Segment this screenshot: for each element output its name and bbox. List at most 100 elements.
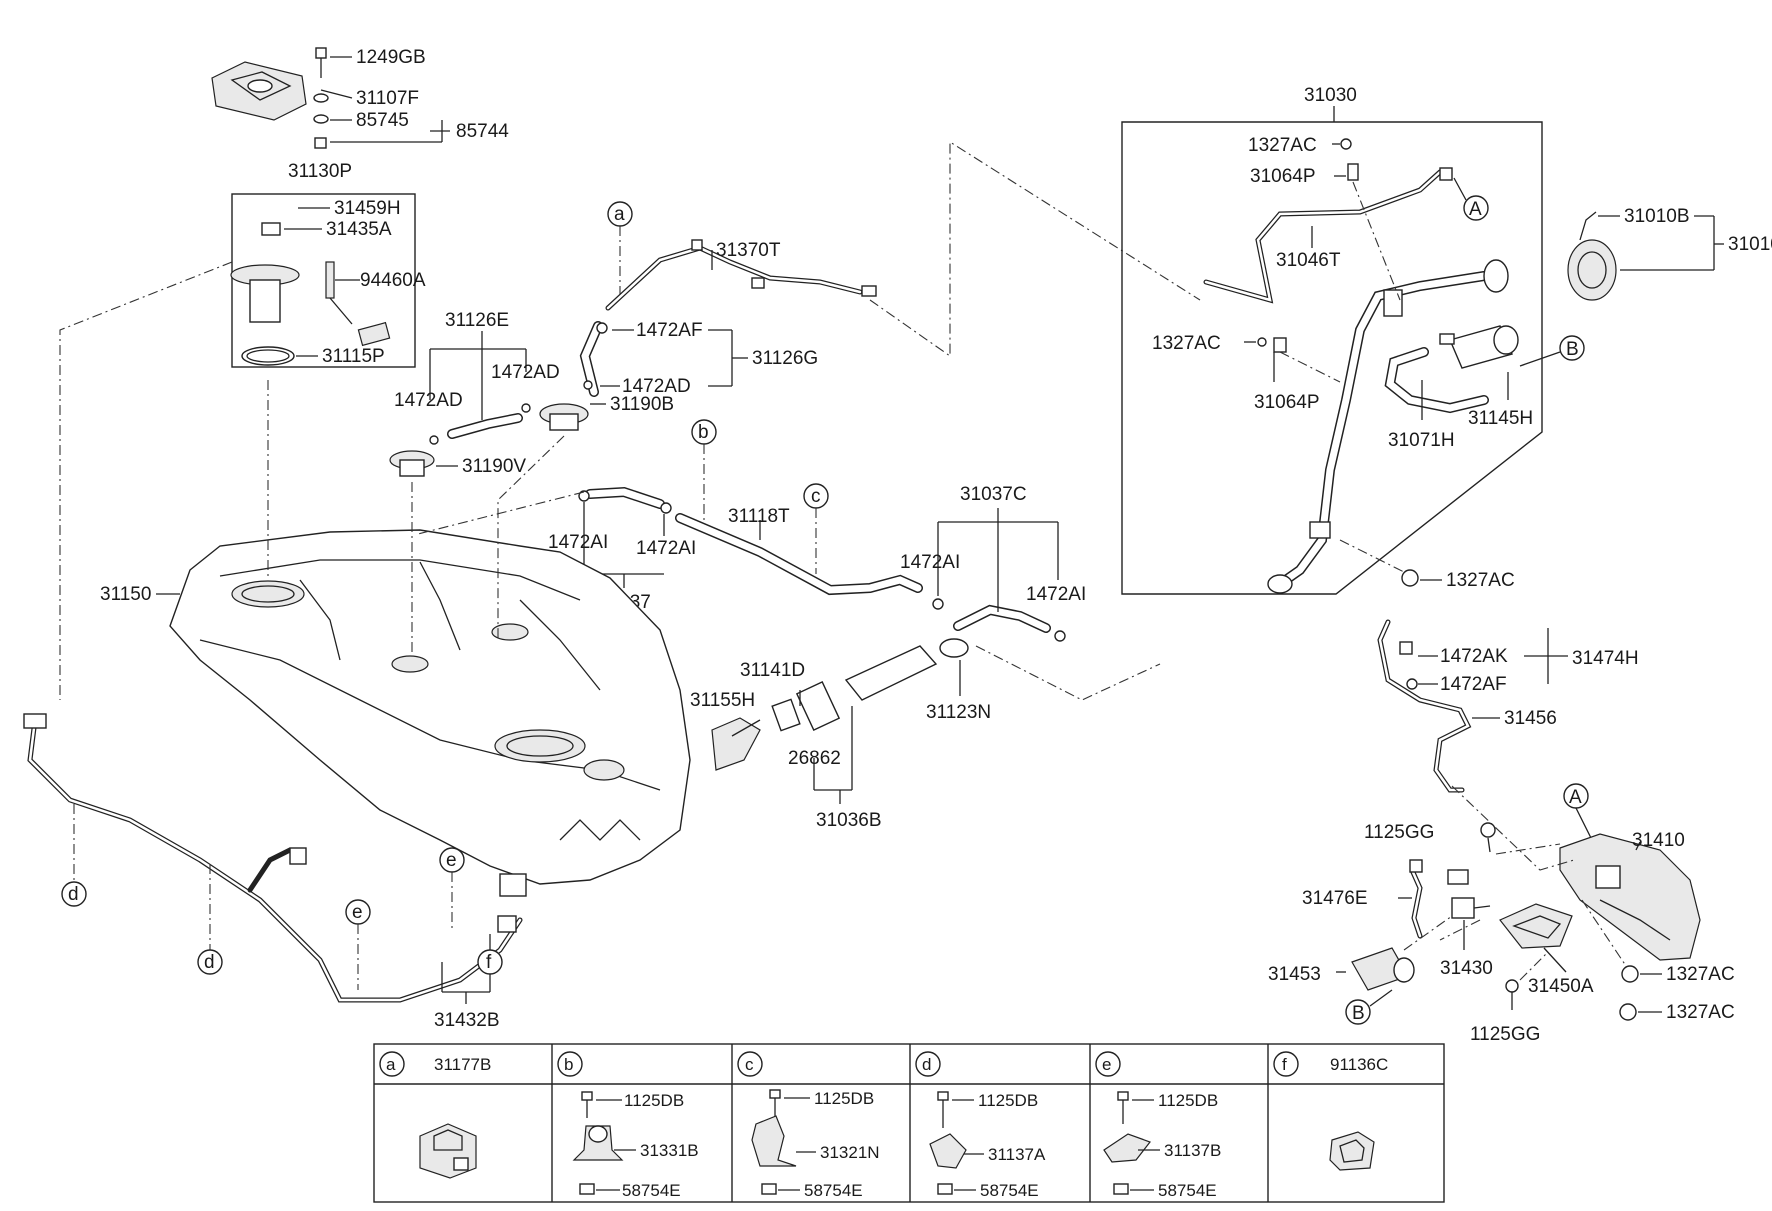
bolt-1125GG-top [1480, 822, 1561, 855]
label-31037C: 31037C [960, 484, 1027, 505]
label-31155H: 31155H [690, 690, 755, 711]
svg-text:31137A: 31137A [988, 1145, 1046, 1164]
filler-neck [1203, 138, 1519, 594]
dashed-link-canister [1451, 785, 1575, 871]
svg-text:B: B [1566, 339, 1579, 360]
svg-text:58754E: 58754E [980, 1181, 1039, 1200]
svg-text:1125DB: 1125DB [624, 1091, 684, 1110]
label-31453: 31453 [1268, 964, 1321, 985]
table-cell-b: 1125DB 31331B 58754E [572, 1091, 699, 1200]
svg-text:31137B: 31137B [1164, 1141, 1221, 1160]
bracket-31450A [1499, 903, 1573, 973]
label-1472AI-midleft: 1472AI [636, 538, 696, 559]
label-31118T: 31118T [728, 506, 790, 527]
label-31141D: 31141D [740, 660, 805, 681]
bracket-31432B [441, 962, 491, 1004]
svg-text:A: A [1469, 199, 1482, 220]
svg-text:31331B: 31331B [640, 1141, 699, 1160]
label-31370T: 31370T [716, 240, 781, 261]
label-1125GG-top: 1125GG [1364, 822, 1434, 843]
callout-A-top: A [1453, 177, 1489, 221]
label-31115P: 31115P [322, 346, 385, 367]
svg-text:58754E: 58754E [1158, 1181, 1217, 1200]
label-1472AI-midright: 1472AI [900, 552, 960, 573]
table-header-c: c [737, 1051, 763, 1077]
table-header-b: b [557, 1051, 583, 1077]
label-1472AF-bottom: 1472AF [1440, 674, 1507, 695]
label-1327AC-bottom1: 1327AC [1666, 964, 1735, 985]
label-31130P: 31130P [288, 161, 352, 182]
table-cell-f-clip [1329, 1131, 1375, 1171]
label-31123N: 31123N [926, 702, 991, 723]
callout-f: f [477, 934, 503, 975]
fuel-cap-31010 [1567, 211, 1724, 301]
svg-text:c: c [811, 486, 821, 507]
label-31036B: 31036B [816, 810, 882, 831]
dashed-link-31190B [497, 435, 565, 640]
table-cell-a-clip [419, 1123, 477, 1179]
label-1472AD-left: 1472AD [394, 390, 463, 411]
label-1327AC-top: 1327AC [1248, 135, 1317, 156]
fuel-pump-module [230, 207, 391, 366]
label-1327AC-mid: 1327AC [1152, 333, 1221, 354]
label-31071H: 31071H [1388, 430, 1455, 451]
dashed-link-pump-harness [59, 261, 233, 700]
nuts-1327AC-bottom [1581, 899, 1662, 1021]
svg-text:e: e [352, 902, 363, 923]
svg-text:f: f [1282, 1055, 1287, 1074]
svg-text:B: B [1352, 1003, 1365, 1024]
label-1472AD-mid: 1472AD [491, 362, 560, 383]
label-1327AC-lower: 1327AC [1446, 570, 1515, 591]
dashed-link-31370T [869, 141, 1201, 358]
svg-text:d: d [68, 884, 79, 905]
valve-31190V [389, 450, 458, 477]
svg-text:A: A [1569, 787, 1582, 808]
callout-B-top: B [1519, 335, 1585, 367]
callout-A-bottom: A [1563, 783, 1593, 841]
label-31435A: 31435A [326, 219, 392, 240]
svg-text:58754E: 58754E [804, 1181, 863, 1200]
vapor-line-31456 [1377, 619, 1568, 793]
label-85744: 85744 [456, 121, 509, 142]
nut-1327AC-lower [1339, 539, 1442, 587]
label-31474H: 31474H [1572, 648, 1639, 669]
bolt-1125GG-bottom [1505, 953, 1547, 1010]
callout-a-top: a [607, 201, 633, 300]
label-31190B: 31190B [610, 394, 674, 415]
svg-text:e: e [1102, 1055, 1111, 1074]
dashed-link-filler [975, 645, 1161, 701]
label-31064P-top: 31064P [1250, 166, 1316, 187]
label-1472AD-right: 1472AD [622, 376, 691, 397]
callout-B-bottom: B [1345, 989, 1393, 1025]
label-31010: 31010 [1728, 234, 1772, 255]
canister-31410 [1559, 833, 1701, 961]
filler-hose-parts [711, 638, 969, 804]
hose-31037 [578, 486, 672, 588]
label-31064P-mid: 31064P [1254, 392, 1320, 413]
valve-31430 [1439, 869, 1491, 950]
svg-text:31177B: 31177B [434, 1055, 491, 1074]
label-1472AF-top: 1472AF [636, 320, 703, 341]
svg-text:a: a [614, 204, 625, 225]
dashed-link-hose-tank [417, 491, 585, 535]
label-1472AK: 1472AK [1440, 646, 1508, 667]
cover-plate-assembly [211, 47, 450, 149]
svg-text:1125DB: 1125DB [814, 1089, 874, 1108]
label-31150: 31150 [100, 584, 151, 605]
svg-text:b: b [564, 1055, 573, 1074]
pipe-31118T [675, 513, 923, 596]
svg-text:c: c [745, 1055, 754, 1074]
filter-31453 [1336, 915, 1453, 991]
label-94460A: 94460A [360, 270, 426, 291]
svg-text:a: a [386, 1055, 396, 1074]
label-1249GB: 1249GB [356, 47, 426, 68]
label-31126G: 31126G [752, 348, 818, 369]
table-header-a: a 31177B [379, 1051, 491, 1077]
table-cell-e: 1125DB 31137B 58754E [1103, 1091, 1221, 1200]
label-1472AI-left: 1472AI [548, 532, 608, 553]
svg-text:31321N: 31321N [820, 1143, 880, 1162]
label-31030: 31030 [1304, 85, 1357, 106]
label-31145H: 31145H [1468, 408, 1533, 429]
svg-text:f: f [486, 952, 492, 973]
